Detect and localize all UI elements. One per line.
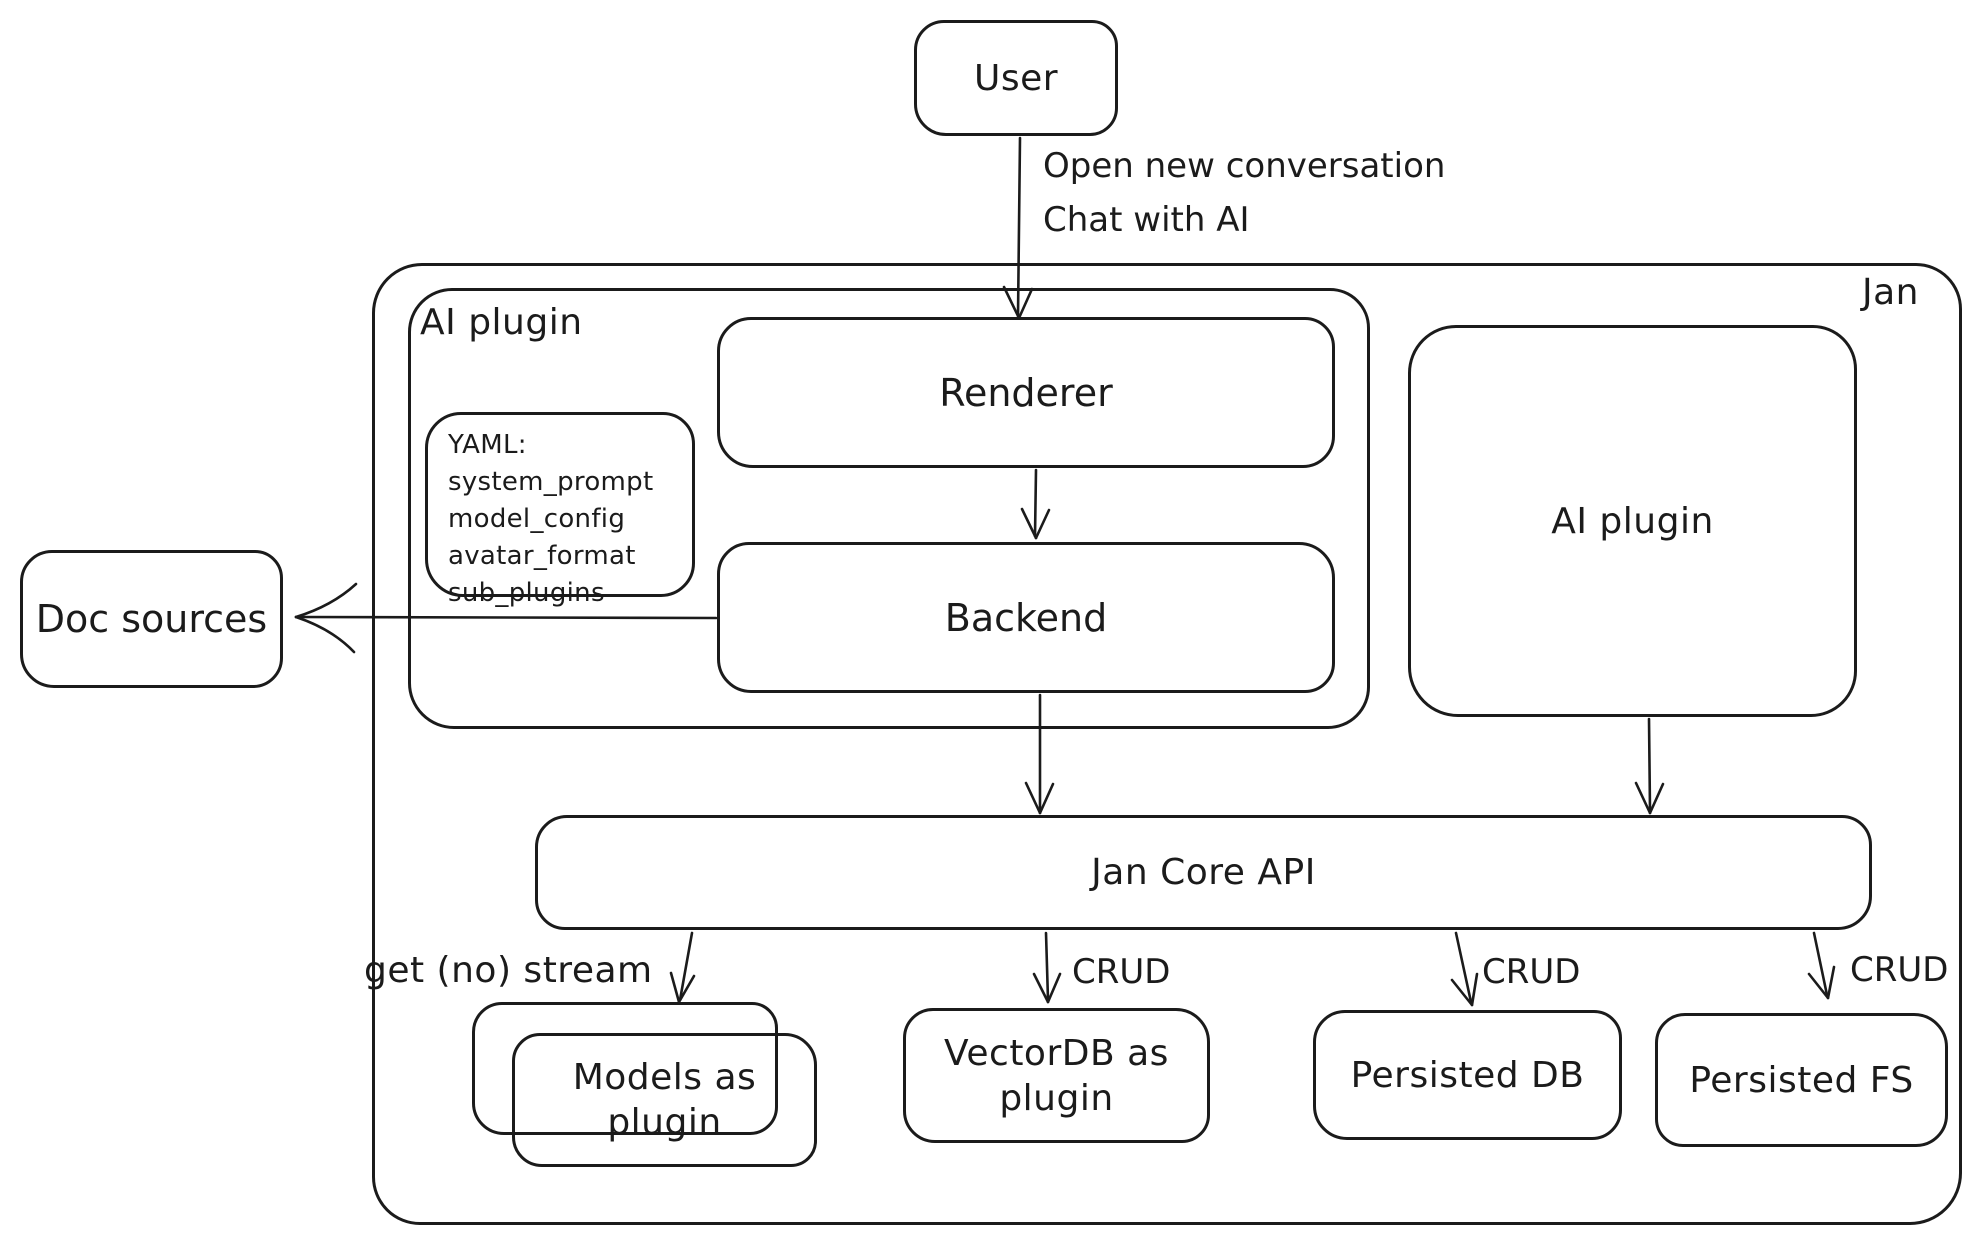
user-node-label: User xyxy=(973,57,1059,99)
jan-label: Jan xyxy=(1862,272,1919,313)
yaml-line-5: sub_plugins xyxy=(448,577,605,608)
ai-plugin-left-box xyxy=(408,288,1370,729)
ai-plugin-right-label: AI plugin xyxy=(1551,500,1714,542)
edge-label-chat-with-ai: Chat with AI xyxy=(1043,200,1250,240)
vectordb-as-plugin-node: VectorDB as plugin xyxy=(903,1008,1210,1143)
persisted-fs-label: Persisted FS xyxy=(1689,1059,1914,1101)
edge-label-open-conversation: Open new conversation xyxy=(1043,146,1446,186)
models-as-plugin-label: Models as plugin xyxy=(572,1057,757,1143)
models-as-plugin-node: Models as plugin xyxy=(512,1033,817,1167)
yaml-note-text: YAML: system_prompt model_config avatar_… xyxy=(448,427,653,612)
yaml-note-box: YAML: system_prompt model_config avatar_… xyxy=(425,412,695,608)
ai-plugin-right-node: AI plugin xyxy=(1408,325,1857,717)
persisted-db-node: Persisted DB xyxy=(1313,1010,1622,1140)
doc-sources-label: Doc sources xyxy=(35,597,268,641)
jan-container-box xyxy=(372,263,1962,1225)
edge-label-crud-persisted-db: CRUD xyxy=(1482,952,1581,992)
yaml-line-3: model_config xyxy=(448,503,626,534)
doc-sources-node: Doc sources xyxy=(20,550,283,688)
edge-label-get-no-stream: get (no) stream xyxy=(364,950,653,991)
backend-node-label: Backend xyxy=(944,595,1108,640)
jan-core-api-node: Jan Core API xyxy=(535,815,1872,930)
user-node: User xyxy=(914,20,1118,136)
vectordb-as-plugin-label: VectorDB as plugin xyxy=(944,1032,1169,1119)
jan-core-api-label: Jan Core API xyxy=(1091,852,1316,893)
yaml-line-4: avatar_format xyxy=(448,540,636,571)
renderer-node-label: Renderer xyxy=(939,370,1113,415)
backend-node: Backend xyxy=(717,542,1335,693)
persisted-fs-node: Persisted FS xyxy=(1655,1013,1948,1147)
edge-label-crud-vectordb: CRUD xyxy=(1072,952,1171,992)
edge-label-crud-persisted-fs: CRUD xyxy=(1850,950,1949,990)
ai-plugin-left-label: AI plugin xyxy=(420,302,583,343)
models-as-plugin-back-box xyxy=(472,1002,778,1135)
yaml-line-1: YAML: xyxy=(448,430,527,460)
renderer-node: Renderer xyxy=(717,317,1335,468)
yaml-line-2: system_prompt xyxy=(448,466,654,497)
persisted-db-label: Persisted DB xyxy=(1350,1054,1585,1096)
